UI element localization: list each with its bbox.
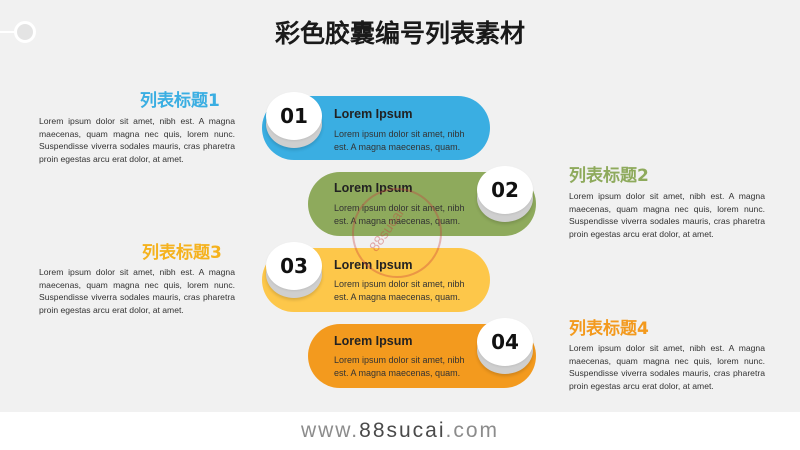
side-title-1: 列表标题1 [140,91,220,111]
side-text-1: Lorem ipsum dolor sit amet, nibh est. A … [39,116,235,164]
side-text-2: Lorem ipsum dolor sit amet, nibh est. A … [569,191,765,239]
capsule-1-heading: Lorem Ipsum [334,107,413,121]
number-badge-3-label: 03 [266,242,322,290]
capsule-4-text: Lorem ipsum dolor sit amet, nibh est. A … [334,355,465,378]
footer-prefix: www. [300,419,360,442]
side-text-4: Lorem ipsum dolor sit amet, nibh est. A … [569,343,765,391]
decor-line [0,31,20,33]
number-badge-4-label: 04 [477,318,533,366]
slide: 彩色胶囊编号列表素材 Lorem Ipsum Lorem ipsum dolor… [0,19,765,391]
side-title-2: 列表标题2 [569,166,649,186]
number-badge-2: 02 [477,166,533,222]
watermark-text: 88sucai [365,205,407,255]
side-title-3: 列表标题3 [142,243,222,263]
footer-brand: 88sucai [359,419,446,442]
footer-suffix: .com [445,419,500,442]
number-badge-1: 01 [266,92,322,148]
number-badge-2-label: 02 [477,166,533,214]
number-badge-1-label: 01 [266,92,322,140]
side-text-3: Lorem ipsum dolor sit amet, nibh est. A … [39,267,235,315]
page-title: 彩色胶囊编号列表素材 [274,19,525,48]
capsule-4-heading: Lorem Ipsum [334,334,413,348]
side-title-4: 列表标题4 [569,319,649,339]
footer-bar: www.88sucai.com [0,412,800,450]
footer-url: www.88sucai.com [0,419,800,443]
number-badge-4: 04 [477,318,533,374]
decor-circle-icon [14,21,36,43]
capsule-1-text: Lorem ipsum dolor sit amet, nibh est. A … [334,129,465,152]
capsule-3-text: Lorem ipsum dolor sit amet, nibh est. A … [334,279,465,302]
watermark-stamp: 88sucai [352,188,442,278]
number-badge-3: 03 [266,242,322,298]
